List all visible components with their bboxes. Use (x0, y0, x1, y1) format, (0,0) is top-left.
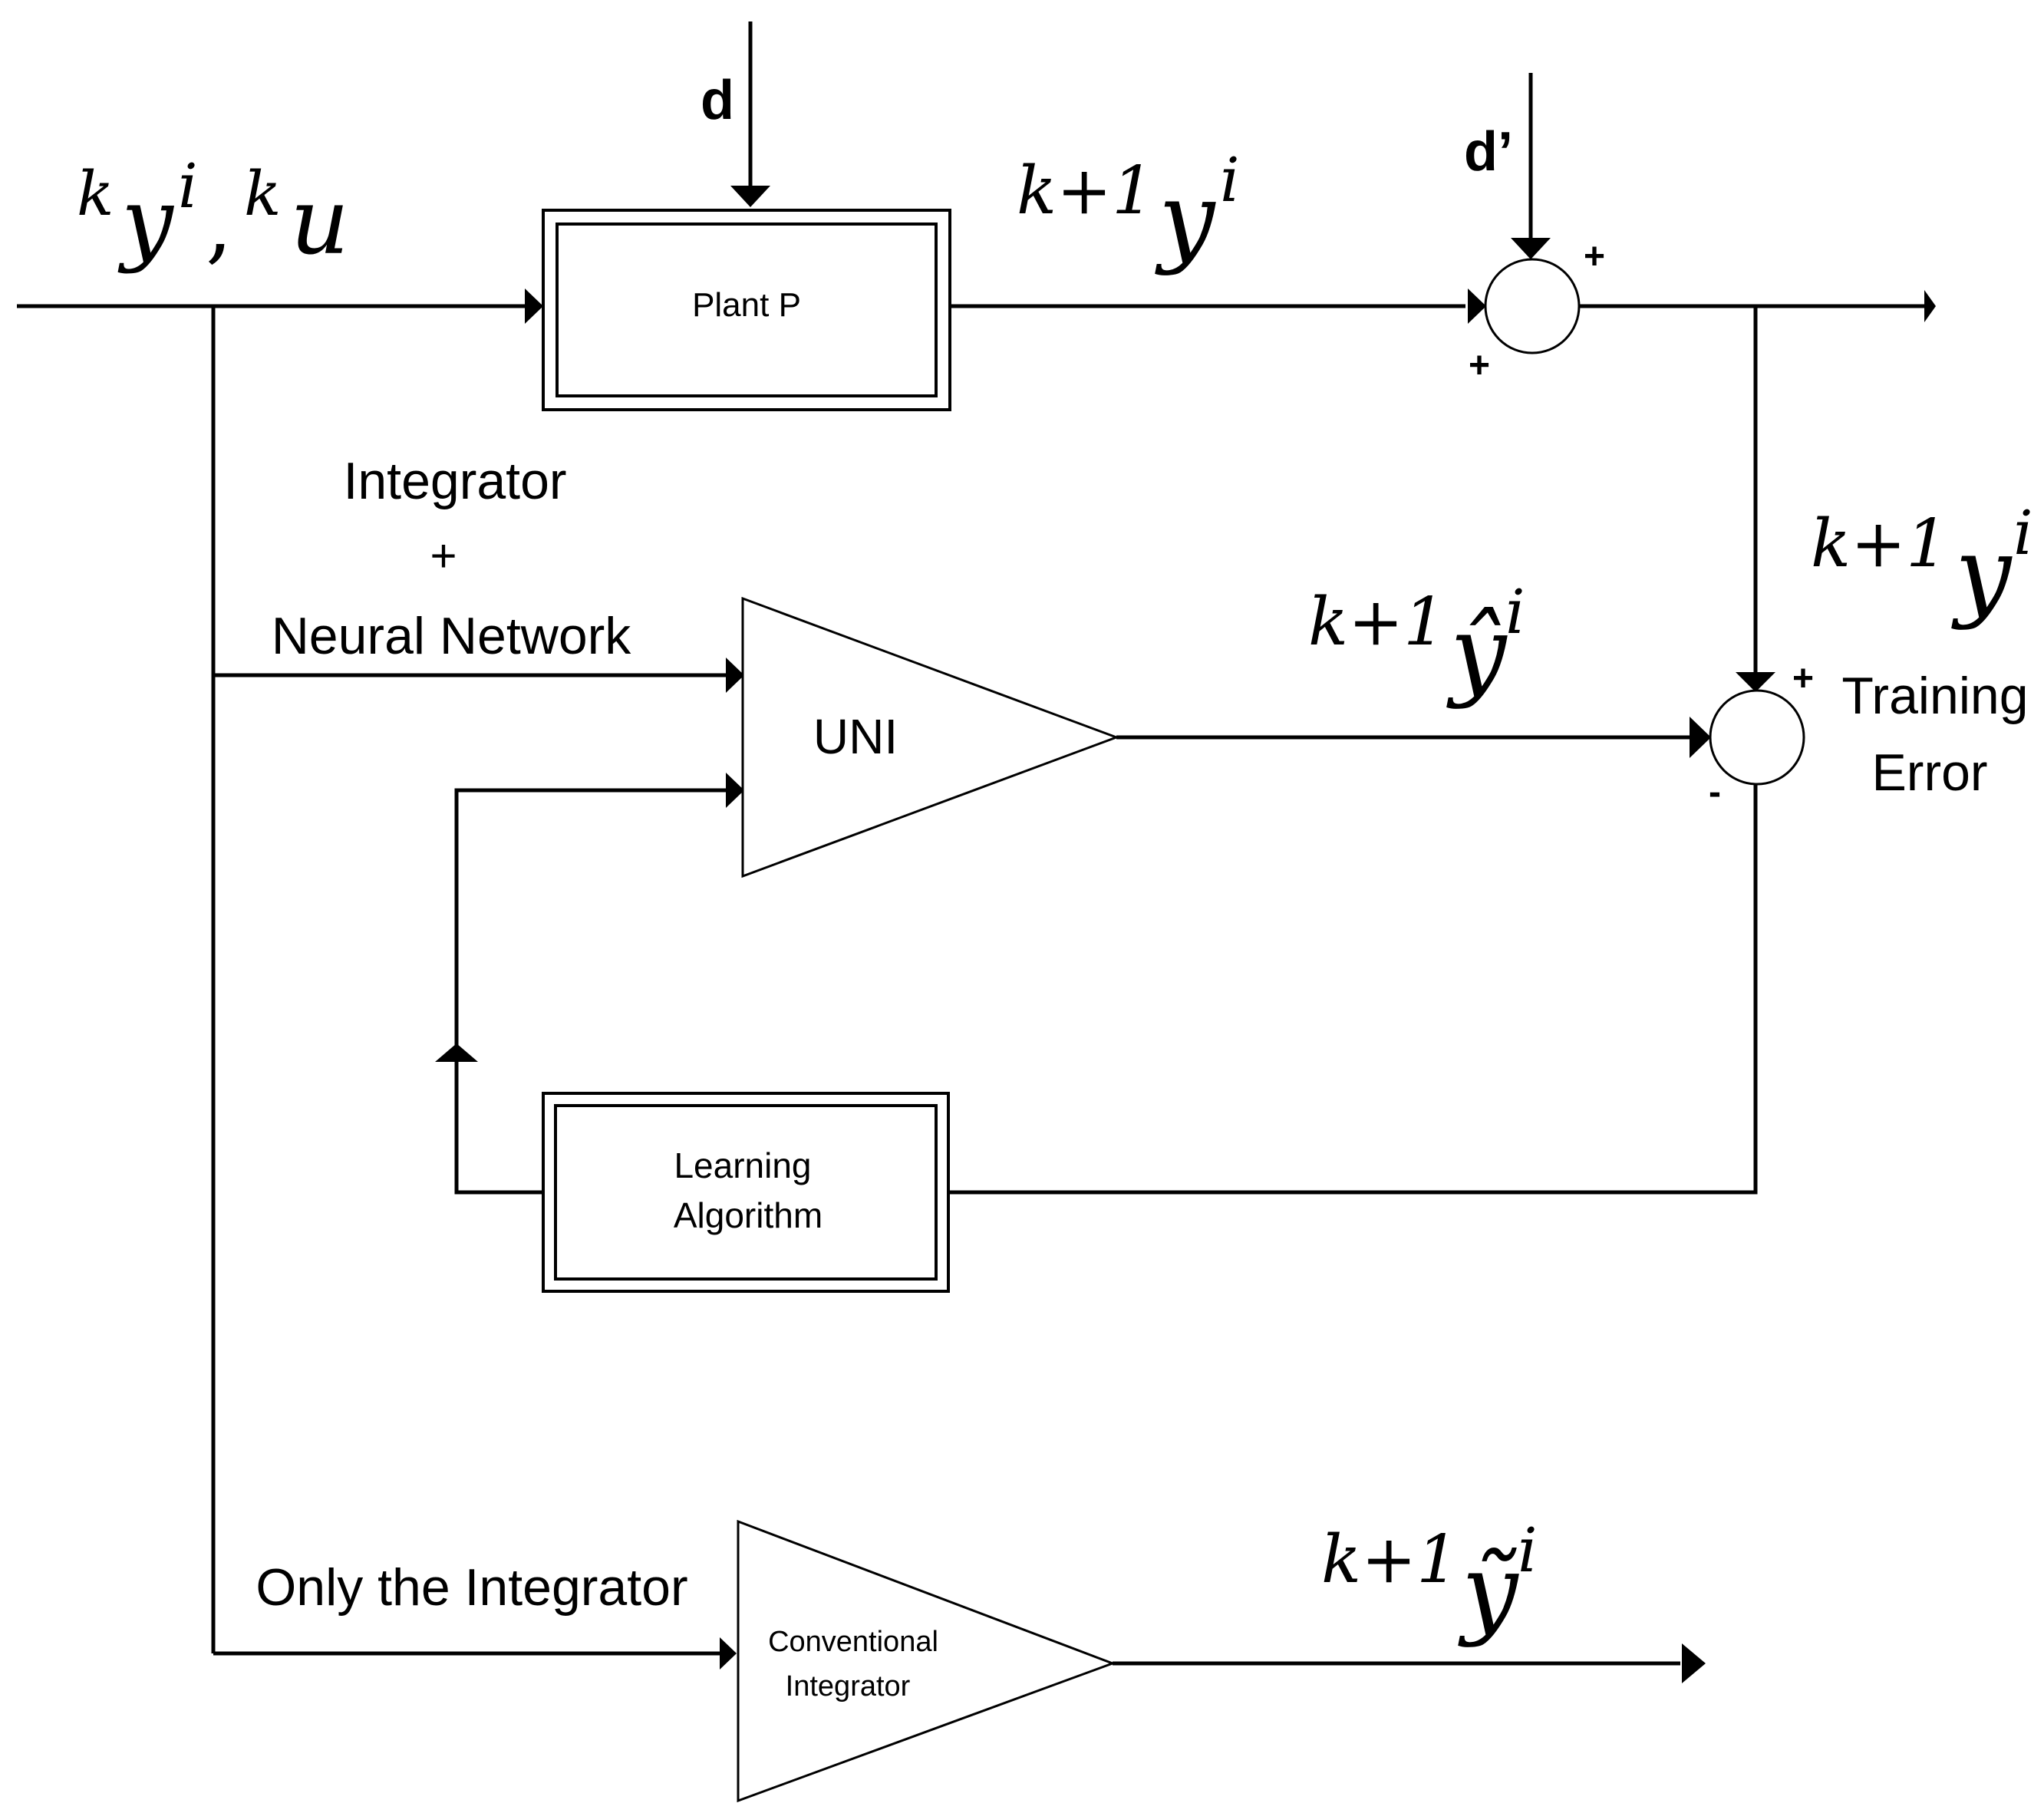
signal-plant-output-label: k+1 y i (1017, 144, 1240, 277)
disturbance-d-prime: d’ (1464, 121, 1513, 183)
uni-out-var: ŷ (1446, 594, 1508, 710)
plant-out-var: y (1155, 160, 1216, 277)
conv-out-pre: k+1 (1321, 1521, 1459, 1598)
annotation-training: Training (1841, 667, 2028, 725)
arrowhead-d (730, 186, 770, 207)
signal-input-label: k y i , k u (77, 150, 349, 275)
uni-out-pre: k+1 (1308, 584, 1446, 661)
input-sup1: i (178, 150, 198, 222)
annotation-plus: + (430, 530, 457, 582)
plant-out-sup: i (1220, 144, 1240, 216)
input-pre2: k (244, 158, 281, 229)
conventional-label-line2: Integrator (786, 1670, 911, 1703)
sign-sum-mid-upper: + (1792, 658, 1814, 699)
summing-junction-training (1709, 689, 1805, 786)
wire-learning-to-uni (454, 788, 727, 1195)
plant-out-pre: k+1 (1017, 153, 1154, 229)
arrowhead-output (1924, 290, 1936, 322)
input-var2: u (290, 169, 349, 275)
arrowhead-sum-mid-top (1736, 672, 1775, 692)
arrowhead-sum-mid-left (1690, 717, 1711, 758)
measured-out-sup: i (2013, 497, 2033, 569)
input-var1: y (117, 169, 175, 275)
input-pre1: k (77, 158, 114, 229)
learning-label-line2: Algorithm (674, 1195, 823, 1235)
uni-out-sup: i (1505, 576, 1525, 648)
measured-out-pre: k+1 (1811, 506, 1948, 582)
uni-block: UNI (741, 596, 1120, 878)
conv-out-sup: i (1518, 1515, 1538, 1586)
sign-sum-mid-lower: - (1709, 772, 1721, 813)
wire-error-to-learning (945, 783, 1758, 1195)
measured-out-var: y (1951, 515, 2013, 631)
arrowhead-sum-top-in (1468, 288, 1486, 324)
arrowhead-uni-feedback (726, 773, 744, 808)
input-comma: , (206, 175, 232, 273)
conventional-integrator-block: Conventional Integrator (737, 1519, 1116, 1803)
arrowhead-conventional-out (1682, 1643, 1706, 1683)
disturbance-d: d (701, 70, 734, 131)
conv-out-var: ỹ (1458, 1532, 1519, 1649)
annotation-error: Error (1871, 743, 1987, 802)
signal-measured-output-label: k+1 y i (1811, 497, 2033, 631)
plant-block: Plant P (542, 209, 951, 411)
plant-label: Plant P (692, 286, 801, 324)
sign-sum-top-lower: + (1469, 345, 1490, 386)
arrowhead-d-prime (1511, 238, 1551, 259)
summing-junction-top (1484, 258, 1581, 354)
arrowhead-plant-in (525, 288, 543, 324)
signal-uni-output-label: k+1 ŷ i (1308, 576, 1525, 710)
annotation-neural-network: Neural Network (272, 607, 632, 665)
learning-label-line1: Learning (674, 1145, 811, 1185)
arrowhead-uni-in (726, 658, 744, 693)
arrowhead-conventional-in (720, 1637, 737, 1670)
arrowhead-feedback-up (435, 1043, 478, 1062)
signal-conventional-output-label: k+1 ỹ i (1321, 1515, 1538, 1649)
annotation-only-integrator: Only the Integrator (256, 1558, 687, 1617)
annotation-integrator: Integrator (343, 452, 566, 510)
conventional-label-line1: Conventional (768, 1626, 938, 1658)
learning-algorithm-block: Learning Algorithm (542, 1092, 950, 1293)
uni-label: UNI (813, 709, 898, 764)
sign-sum-top-upper: + (1584, 236, 1605, 277)
